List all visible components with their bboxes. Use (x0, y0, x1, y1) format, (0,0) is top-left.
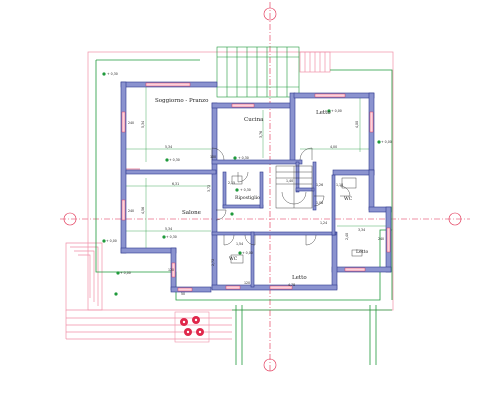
window-dim-text: 50 (181, 292, 185, 296)
room-label-soggiorno: Soggiorno - Pranzo (155, 98, 209, 104)
dim-text: 4,00 (330, 145, 337, 149)
dim-text: 1,40 (286, 179, 293, 183)
window-dim-text: 120 (168, 268, 174, 272)
staircase (275, 165, 313, 209)
room-label-letto-bottom: Letto (292, 275, 307, 281)
level-text-right: + 0,00 (381, 140, 392, 144)
windows (121, 82, 391, 292)
dim-text: 1,54 (236, 242, 243, 246)
dim-text: 3,34 (358, 228, 365, 232)
level-text-corridor: + 0,30 (238, 156, 249, 160)
dim-text: 2,72 (211, 259, 215, 266)
level-text-hall: + 0,30 (240, 188, 251, 192)
flower-planter (174, 311, 210, 343)
level-text-sw: + 0,00 (120, 271, 131, 275)
level-text-nw: + 0,30 (107, 72, 118, 76)
dim-text: 4,00 (355, 121, 359, 128)
room-label-cucina: Cucina (244, 117, 264, 123)
dim-text: 3,76 (259, 131, 263, 138)
dim-text: 1,18 (336, 183, 343, 187)
room-label-wc-right: WC (344, 196, 353, 202)
level-markers (102, 72, 381, 296)
pergola (216, 46, 300, 98)
dim-text: 1,08 (316, 201, 323, 205)
fixtures (230, 175, 363, 264)
dim-text: 2,40 (345, 233, 349, 240)
dim-text: 3,72 (207, 185, 211, 192)
room-label-ripostiglio: Ripostiglio (235, 195, 260, 201)
level-text-letto-top: + 0,00 (331, 109, 342, 113)
room-label-letto-top: Letto (316, 110, 331, 116)
room-label-salone: Salone (182, 210, 201, 216)
dim-text: 2,15 (228, 181, 235, 185)
room-label-letto-right: Letto (356, 249, 368, 255)
walls (120, 81, 392, 293)
dim-text: 5,34 (165, 227, 172, 231)
dim-text: 6,31 (172, 182, 179, 186)
dim-text: 4,78 (288, 283, 295, 287)
level-text-left: + 0,00 (106, 239, 117, 243)
window-dim-text: 100 (210, 155, 216, 159)
dim-text: 1,26 (316, 183, 323, 187)
dim-text: 5,34 (141, 121, 145, 128)
window-dim-text: 240 (128, 209, 134, 213)
window-dim-text: 240 (378, 237, 384, 241)
dim-text: 4,56 (141, 207, 145, 214)
doors (211, 147, 351, 246)
dim-text: 1,24 (320, 221, 327, 225)
level-text-wc: + 0,00 (242, 251, 253, 255)
dim-text: 5,34 (165, 145, 172, 149)
room-label-wc-bottom: WC (229, 256, 238, 262)
level-text-salone: + 0,30 (166, 235, 177, 239)
window-dim-text: 240 (128, 121, 134, 125)
level-text-soggiorno: + 0,30 (169, 158, 180, 162)
window-dim-text: 120 (244, 281, 250, 285)
